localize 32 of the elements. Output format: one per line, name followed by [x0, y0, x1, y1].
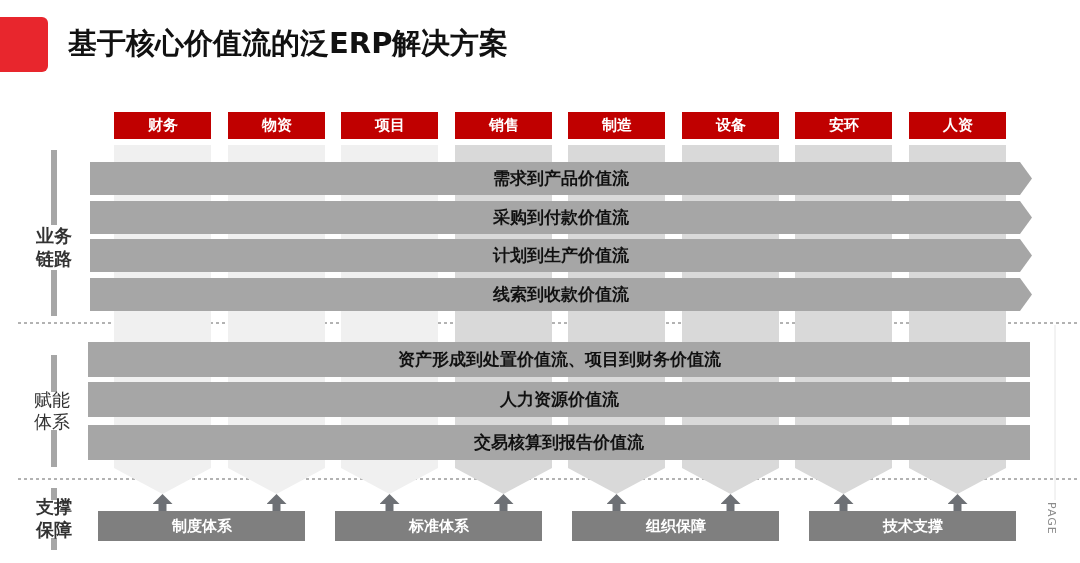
process-bar: 人力资源价值流 [88, 382, 1030, 417]
column-header: 财务 [114, 112, 211, 139]
column-header: 安环 [795, 112, 892, 139]
chevron-bar: 需求到产品价值流 [90, 162, 1032, 195]
title: 基于核心价值流的泛ERP解决方案 [68, 25, 509, 62]
column-header: 销售 [455, 112, 552, 139]
column-header: 项目 [341, 112, 438, 139]
support-box: 标准体系 [335, 511, 542, 541]
column-header: 设备 [682, 112, 779, 139]
side-label: 支撑保障 [34, 495, 73, 541]
page-label: PAGE [1045, 502, 1058, 535]
arrow [266, 494, 287, 511]
support-box: 制度体系 [98, 511, 305, 541]
chevron-bar: 采购到付款价值流 [90, 201, 1032, 234]
process-bar: 资产形成到处置价值流、项目到财务价值流 [88, 342, 1030, 377]
arrow [833, 494, 854, 511]
arrow [493, 494, 514, 511]
support-box: 技术支撑 [809, 511, 1016, 541]
column-header: 人资 [909, 112, 1006, 139]
process-bar: 交易核算到报告价值流 [88, 425, 1030, 460]
column-header: 制造 [568, 112, 665, 139]
arrow [379, 494, 400, 511]
column-header: 物资 [228, 112, 325, 139]
support-box: 组织保障 [572, 511, 779, 541]
chevron-bar: 计划到生产价值流 [90, 239, 1032, 272]
chevron-bar: 线索到收款价值流 [90, 278, 1032, 311]
arrow [606, 494, 627, 511]
arrow [720, 494, 741, 511]
arrow [947, 494, 968, 511]
side-label: 赋能体系 [33, 389, 71, 433]
side-label: 业务链路 [34, 224, 73, 270]
arrow [152, 494, 173, 511]
